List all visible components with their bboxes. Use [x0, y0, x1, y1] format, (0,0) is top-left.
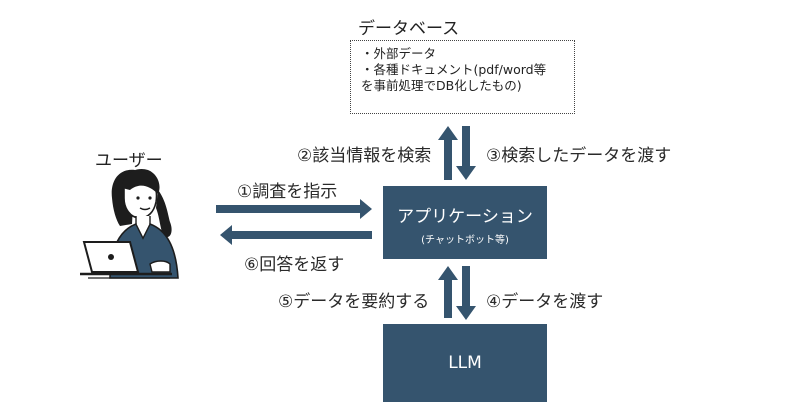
- step-5-label: ⑤データを要約する: [278, 292, 430, 312]
- arrow-down-icon: [456, 266, 476, 320]
- arrow-up-icon: [438, 126, 458, 180]
- database-item: ・外部データ: [361, 46, 437, 61]
- application-title: アプリケーション: [397, 207, 533, 227]
- user-label: ユーザー: [95, 151, 163, 171]
- database-title: データベース: [358, 19, 460, 39]
- llm-label: LLM: [448, 353, 482, 373]
- llm-box: LLM: [383, 324, 547, 402]
- user-illustration-icon: [80, 168, 179, 279]
- step-2-label: ②該当情報を検索: [297, 146, 432, 166]
- arrow-up-icon: [438, 266, 458, 318]
- step-4-label: ④データを渡す: [486, 292, 604, 312]
- arrow-right-icon: [216, 199, 372, 219]
- database-box: ・外部データ ・各種ドキュメント(pdf/word等 を事前処理でDB化したもの…: [350, 40, 575, 114]
- application-subtitle: (チャットボット等): [421, 235, 509, 246]
- step-6-label: ⑥回答を返す: [244, 255, 345, 275]
- application-box: アプリケーション (チャットボット等): [383, 186, 547, 259]
- arrow-down-icon: [456, 126, 476, 180]
- database-item: を事前処理でDB化したもの): [361, 78, 522, 93]
- step-1-label: ①調査を指示: [237, 182, 338, 202]
- step-3-label: ③検索したデータを渡す: [486, 146, 672, 166]
- database-item: ・各種ドキュメント(pdf/word等: [361, 62, 547, 77]
- arrow-left-icon: [220, 225, 372, 245]
